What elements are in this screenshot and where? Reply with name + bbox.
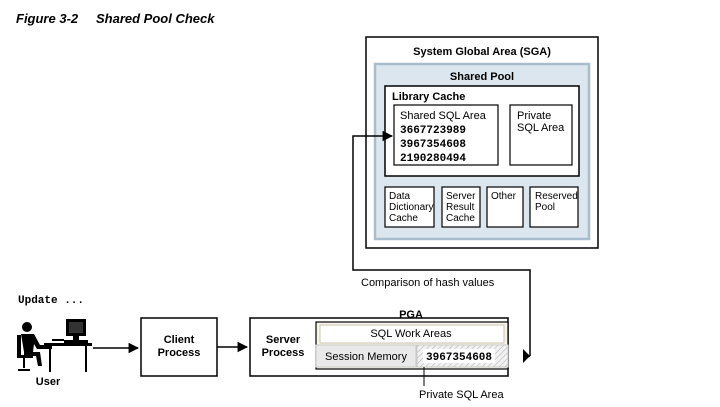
- comparison-label: Comparison of hash values: [361, 277, 495, 289]
- client-process-line1: Client: [164, 334, 195, 346]
- client-process-line2: Process: [158, 347, 201, 359]
- session-memory-label: Session Memory: [325, 351, 407, 363]
- hash-value-1: 3667723989: [400, 125, 466, 137]
- hash-comparison-connector: [352, 130, 531, 363]
- server-result-cache-box: Server Result Cache: [441, 186, 481, 228]
- sql-work-areas-label: SQL Work Areas: [370, 328, 452, 340]
- ddc-line2: Dictionary: [389, 202, 433, 213]
- other-label: Other: [491, 191, 517, 202]
- connector-arrowhead: [523, 349, 530, 363]
- src-line2: Result: [446, 202, 475, 213]
- shared-pool-title: Shared Pool: [450, 71, 514, 83]
- ddc-line1: Data: [389, 191, 411, 202]
- server-process-line2: Process: [262, 347, 305, 359]
- pga-private-sql-area-label: Private SQL Area: [419, 389, 504, 401]
- user-at-computer-icon: [17, 319, 92, 372]
- figure-title: Shared Pool Check: [96, 11, 215, 26]
- pga-hash-value: 3967354608: [426, 352, 492, 364]
- pga-box: PGA SQL Work Areas Session Memory 396735…: [315, 309, 509, 370]
- pga-title: PGA: [399, 309, 423, 321]
- other-box: Other: [486, 186, 524, 228]
- server-process-line1: Server: [266, 334, 301, 346]
- data-dictionary-cache-box: Data Dictionary Cache: [384, 186, 435, 228]
- private-sql-area-line2: SQL Area: [517, 122, 565, 134]
- reserved-pool-line1: Reserved: [535, 191, 578, 202]
- private-sql-area-box: Private SQL Area: [509, 104, 573, 166]
- ddc-line3: Cache: [389, 213, 418, 224]
- src-line1: Server: [446, 191, 476, 202]
- shared-sql-area-box: Shared SQL Area 3667723989 3967354608 21…: [393, 104, 499, 166]
- figure-caption: Figure 3-2 Shared Pool Check: [16, 11, 214, 26]
- figure-number: Figure 3-2: [16, 11, 79, 26]
- private-sql-area-line1: Private: [517, 110, 551, 122]
- sga-title: System Global Area (SGA): [413, 46, 551, 58]
- src-line3: Cache: [446, 213, 475, 224]
- shared-sql-area-title: Shared SQL Area: [400, 110, 487, 122]
- library-cache-title: Library Cache: [392, 91, 465, 103]
- client-process-box: Client Process: [140, 317, 218, 377]
- reserved-pool-line2: Pool: [535, 202, 555, 213]
- hash-value-2: 3967354608: [400, 139, 466, 151]
- reserved-pool-box: Reserved Pool: [529, 186, 579, 228]
- update-statement: Update ...: [18, 295, 84, 307]
- user-label: User: [36, 376, 61, 388]
- hash-value-3: 2190280494: [400, 153, 466, 165]
